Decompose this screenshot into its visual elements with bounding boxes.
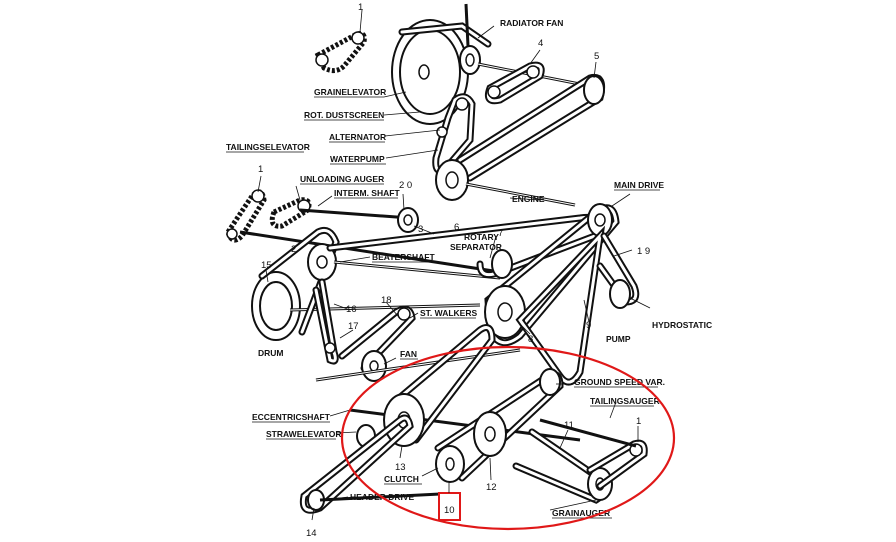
belt-5 bbox=[456, 73, 606, 182]
number-1-auger: 1 bbox=[636, 416, 641, 427]
beatershaft bbox=[307, 243, 501, 281]
label-unloading-auger: UNLOADING AUGER bbox=[300, 174, 384, 184]
number-4: 4 bbox=[538, 38, 543, 49]
label-tailingsauger: TAILINGSAUGER bbox=[590, 396, 660, 406]
label-beatershaft: BEATERSHAFT bbox=[372, 252, 435, 262]
number-8: 8 bbox=[528, 334, 533, 345]
label-waterpump: WATERPUMP bbox=[330, 154, 385, 164]
number-1-top: 1 bbox=[358, 2, 363, 13]
fan-pulley bbox=[361, 350, 387, 382]
label-alternator: ALTERNATOR bbox=[329, 132, 386, 142]
number-2: 2 bbox=[291, 244, 296, 255]
number-13: 13 bbox=[395, 462, 406, 473]
highlight-box bbox=[438, 492, 461, 521]
belt-16-17 bbox=[312, 278, 339, 365]
pulley-12 bbox=[473, 411, 507, 457]
highlight-ellipse bbox=[340, 345, 676, 531]
label-interm-shaft: INTERM. SHAFT bbox=[334, 188, 400, 198]
straw-walkers-belt bbox=[338, 305, 416, 372]
number-3: 3 bbox=[418, 224, 423, 235]
label-st-walkers: ST. WALKERS bbox=[420, 308, 477, 318]
label-hydrostatic: HYDROSTATIC bbox=[652, 320, 712, 330]
label-rotary: ROTARY bbox=[464, 232, 499, 242]
ground-speed-var bbox=[434, 368, 564, 482]
leader-lines bbox=[257, 25, 651, 521]
number-20: 2 0 bbox=[399, 180, 412, 191]
number-10: 10 bbox=[444, 505, 455, 516]
hydrostatic-pump-belt bbox=[596, 232, 640, 309]
grain-elevator-chain bbox=[314, 9, 367, 74]
number-14: 14 bbox=[306, 528, 317, 539]
number-1-tailing: 1 bbox=[258, 164, 263, 175]
number-18: 18 bbox=[381, 295, 392, 306]
label-clutch: CLUTCH bbox=[384, 474, 419, 484]
number-9: 9 bbox=[586, 320, 591, 331]
number-7: 7 bbox=[498, 228, 503, 239]
label-eccentricshaft: ECCENTRICSHAFT bbox=[252, 412, 331, 422]
label-ground-speed-var: GROUND SPEED VAR. bbox=[574, 377, 665, 387]
label-radiator-fan: RADIATOR FAN bbox=[500, 18, 563, 28]
number-6: 6 bbox=[454, 222, 459, 233]
label-main-drive: MAIN DRIVE bbox=[614, 180, 664, 190]
label-fan: FAN bbox=[400, 349, 417, 359]
number-11: 11 bbox=[564, 420, 574, 431]
number-19: 1 9 bbox=[637, 246, 650, 257]
pulley-10 bbox=[435, 445, 465, 483]
tailings-auger bbox=[539, 418, 648, 490]
number-15: 15 bbox=[261, 260, 272, 271]
grain-auger bbox=[512, 428, 613, 504]
number-12: 12 bbox=[486, 482, 497, 493]
label-grain-elevator: GRAINELEVATOR bbox=[314, 87, 386, 97]
number-17: 17 bbox=[348, 321, 359, 332]
number-5: 5 bbox=[594, 51, 599, 62]
interm-shaft bbox=[239, 207, 501, 274]
label-grainauger: GRAINAUGER bbox=[552, 508, 610, 518]
label-rot-dustscreen: ROT. DUSTSCREEN bbox=[304, 110, 384, 120]
belt-4 bbox=[484, 61, 545, 105]
number-16: 16 bbox=[346, 304, 357, 315]
unloading-auger-chain bbox=[269, 197, 312, 229]
label-separator: SEPARATOR bbox=[450, 242, 502, 252]
tailing-elevator-chain bbox=[225, 189, 267, 243]
label-engine: ENGINE bbox=[512, 194, 545, 204]
label-strawelevator: STRAWELEVATOR bbox=[266, 429, 342, 439]
rotary-dustscreen bbox=[391, 19, 492, 125]
engine-pulley bbox=[435, 159, 576, 207]
label-pump: PUMP bbox=[606, 334, 631, 344]
drum bbox=[251, 271, 481, 341]
label-tailing-elevator: TAILINGSELEVATOR bbox=[226, 142, 310, 152]
drum-belt bbox=[258, 226, 340, 336]
label-drum: DRUM bbox=[258, 348, 284, 358]
